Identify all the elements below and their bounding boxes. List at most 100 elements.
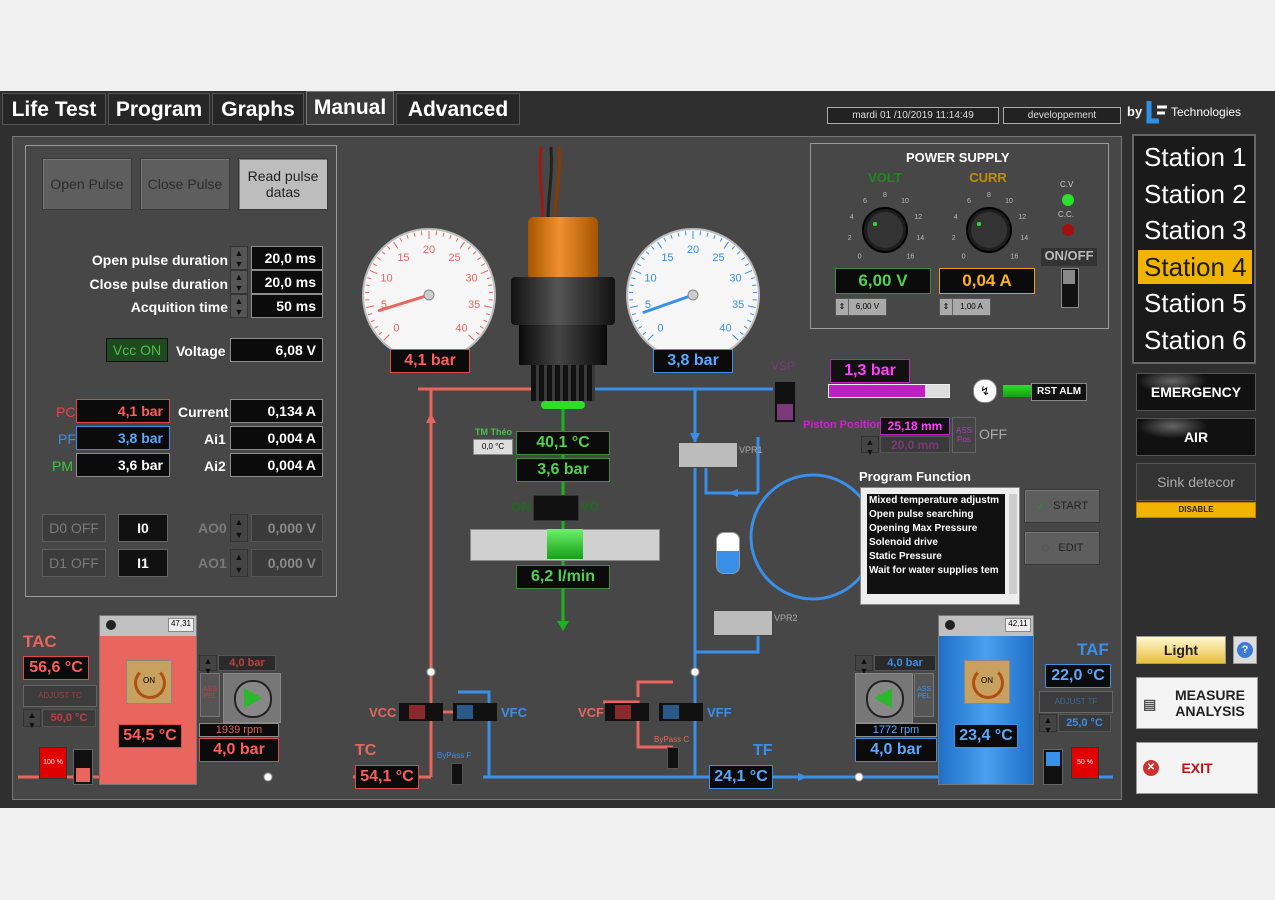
adjust-tc-button[interactable]: ADJUST TC: [23, 685, 97, 707]
taf-setpoint-stepper[interactable]: ▲▼: [1039, 714, 1057, 735]
hot-drain-switch[interactable]: [73, 749, 93, 785]
vpr1-valve[interactable]: [678, 442, 738, 468]
vcc-valve[interactable]: [399, 703, 443, 721]
piston-position-stepper[interactable]: ▲▼: [861, 436, 879, 457]
adjust-tf-button[interactable]: ADJUST TF: [1039, 691, 1113, 713]
station-4-button[interactable]: Station 4: [1138, 249, 1252, 284]
tab-manual[interactable]: Manual: [306, 91, 394, 125]
edit-button[interactable]: ⚙EDIT: [1024, 531, 1100, 565]
tab-advanced[interactable]: Advanced: [396, 93, 520, 125]
program-item[interactable]: Opening Max Pressure: [869, 523, 978, 534]
flow-valve-switch[interactable]: [533, 495, 579, 521]
gauge-tick: [736, 251, 741, 255]
vfc-valve[interactable]: [453, 703, 497, 721]
power-onoff-switch[interactable]: [1061, 268, 1079, 308]
acquisition-time-stepper[interactable]: ▲▼: [230, 294, 248, 318]
hot-pump-setpoint[interactable]: 4,0 bar: [218, 655, 276, 671]
light-button[interactable]: Light: [1136, 636, 1226, 664]
piston-ass-pos-button[interactable]: ASS Pos: [952, 417, 976, 453]
gauge-tick: [467, 246, 471, 250]
acquisition-time-field[interactable]: 50 ms: [251, 294, 323, 318]
hot-pump[interactable]: [223, 673, 281, 723]
dial-tick-label: 4: [954, 214, 958, 221]
program-item[interactable]: Mixed temperature adjustm: [869, 495, 1000, 506]
vcf-valve[interactable]: [605, 703, 649, 721]
tac-setpoint-stepper[interactable]: ▲▼: [23, 709, 41, 730]
hot-ass-pel-button[interactable]: ASS PEL: [200, 673, 220, 717]
rst-alm-button[interactable]: RST ALM: [1031, 383, 1087, 401]
cold-pump-stepper[interactable]: ▲▼: [855, 655, 873, 676]
ao1-field[interactable]: 0,000 V: [251, 549, 323, 577]
program-item[interactable]: Wait for water supplies tem: [869, 565, 999, 576]
station-6-button[interactable]: Station 6: [1144, 325, 1247, 355]
piston-off-button[interactable]: OFF: [979, 426, 1007, 442]
taf-label: TAF: [1077, 640, 1109, 659]
air-button[interactable]: AIR: [1136, 418, 1256, 456]
flow-slider-thumb[interactable]: [547, 529, 583, 559]
tab-graphs[interactable]: Graphs: [212, 93, 304, 125]
close-pulse-duration-field[interactable]: 20,0 ms: [251, 270, 323, 294]
volt-setpoint[interactable]: ⇕6,00 V: [835, 298, 887, 316]
read-pulse-datas-button[interactable]: Read pulse datas: [238, 158, 328, 210]
d1-off-button[interactable]: D1 OFF: [42, 549, 106, 577]
gauge-tick: [749, 313, 755, 316]
program-list-scrollbar[interactable]: [1009, 494, 1017, 594]
ao0-field[interactable]: 0,000 V: [251, 514, 323, 542]
emergency-button[interactable]: EMERGENCY: [1136, 373, 1256, 411]
vsp-label: VSP: [771, 359, 796, 373]
tab-program[interactable]: Program: [108, 93, 210, 125]
cold-ass-pel-button[interactable]: ASS PEL: [914, 673, 934, 717]
station-3-button[interactable]: Station 3: [1144, 215, 1247, 246]
gauge-right-value: 3,8 bar: [653, 349, 733, 373]
cold-tank-cooler-button[interactable]: ON: [964, 660, 1010, 704]
bypass-c-switch[interactable]: [667, 747, 679, 769]
station-2-button[interactable]: Station 2: [1144, 178, 1247, 209]
ao0-stepper[interactable]: ▲▼: [230, 514, 248, 542]
close-pulse-duration-stepper[interactable]: ▲▼: [230, 270, 248, 294]
vpr2-valve[interactable]: [713, 610, 773, 636]
close-pulse-button[interactable]: Close Pulse: [140, 158, 230, 210]
tab-life-test[interactable]: Life Test: [2, 93, 106, 125]
vff-valve[interactable]: [659, 703, 703, 721]
tac-setpoint[interactable]: 50,0 °C: [42, 709, 96, 727]
help-button[interactable]: ?: [1233, 636, 1257, 664]
station-5-button[interactable]: Station 5: [1144, 288, 1247, 319]
program-item[interactable]: Solenoid drive: [869, 537, 938, 548]
cold-pump[interactable]: [855, 673, 913, 723]
curr-setpoint[interactable]: ⇕1,00 A: [939, 298, 991, 316]
sink-detector-button[interactable]: Sink detecor: [1136, 463, 1256, 501]
exit-button[interactable]: ✕ EXIT: [1136, 742, 1258, 794]
cold-drain-switch[interactable]: [1043, 749, 1063, 785]
gauge-tick: [631, 313, 637, 316]
open-pulse-duration-field[interactable]: 20,0 ms: [251, 246, 323, 270]
d0-off-button[interactable]: D0 OFF: [42, 514, 106, 542]
gauge-tick: [365, 284, 370, 287]
flow-slider[interactable]: [470, 529, 660, 561]
program-item[interactable]: Static Pressure: [869, 551, 942, 562]
gauge-tick: [633, 270, 642, 275]
open-pulse-button[interactable]: Open Pulse: [42, 158, 132, 210]
app-window: Life Test Program Graphs Manual Advanced…: [0, 91, 1275, 808]
tm-theo-field[interactable]: 0,0 °C: [473, 439, 513, 455]
bypass-f-switch[interactable]: [451, 763, 463, 785]
hot-pump-stepper[interactable]: ▲▼: [199, 655, 217, 676]
program-item[interactable]: Open pulse searching: [869, 509, 974, 520]
disable-button[interactable]: DISABLE: [1136, 502, 1256, 518]
piston-position-setpoint[interactable]: 20,0 mm: [880, 436, 950, 453]
start-button[interactable]: ✔START: [1024, 489, 1100, 523]
play-icon: [244, 688, 262, 708]
measure-analysis-button[interactable]: ▤ MEASURE ANALYSIS: [1136, 677, 1258, 729]
open-pulse-duration-stepper[interactable]: ▲▼: [230, 246, 248, 270]
ao1-stepper[interactable]: ▲▼: [230, 549, 248, 577]
cold-pump-setpoint[interactable]: 4,0 bar: [874, 655, 936, 671]
taf-setpoint[interactable]: 25,0 °C: [1058, 714, 1111, 732]
vsp-switch[interactable]: [774, 381, 796, 423]
vcc-on-button[interactable]: Vcc ON: [106, 338, 168, 362]
gauge-tick: [480, 270, 489, 275]
bypass-c-label: ByPass C: [654, 735, 690, 744]
hot-tank-heater-button[interactable]: ON: [126, 660, 172, 704]
station-1-button[interactable]: Station 1: [1144, 142, 1247, 172]
